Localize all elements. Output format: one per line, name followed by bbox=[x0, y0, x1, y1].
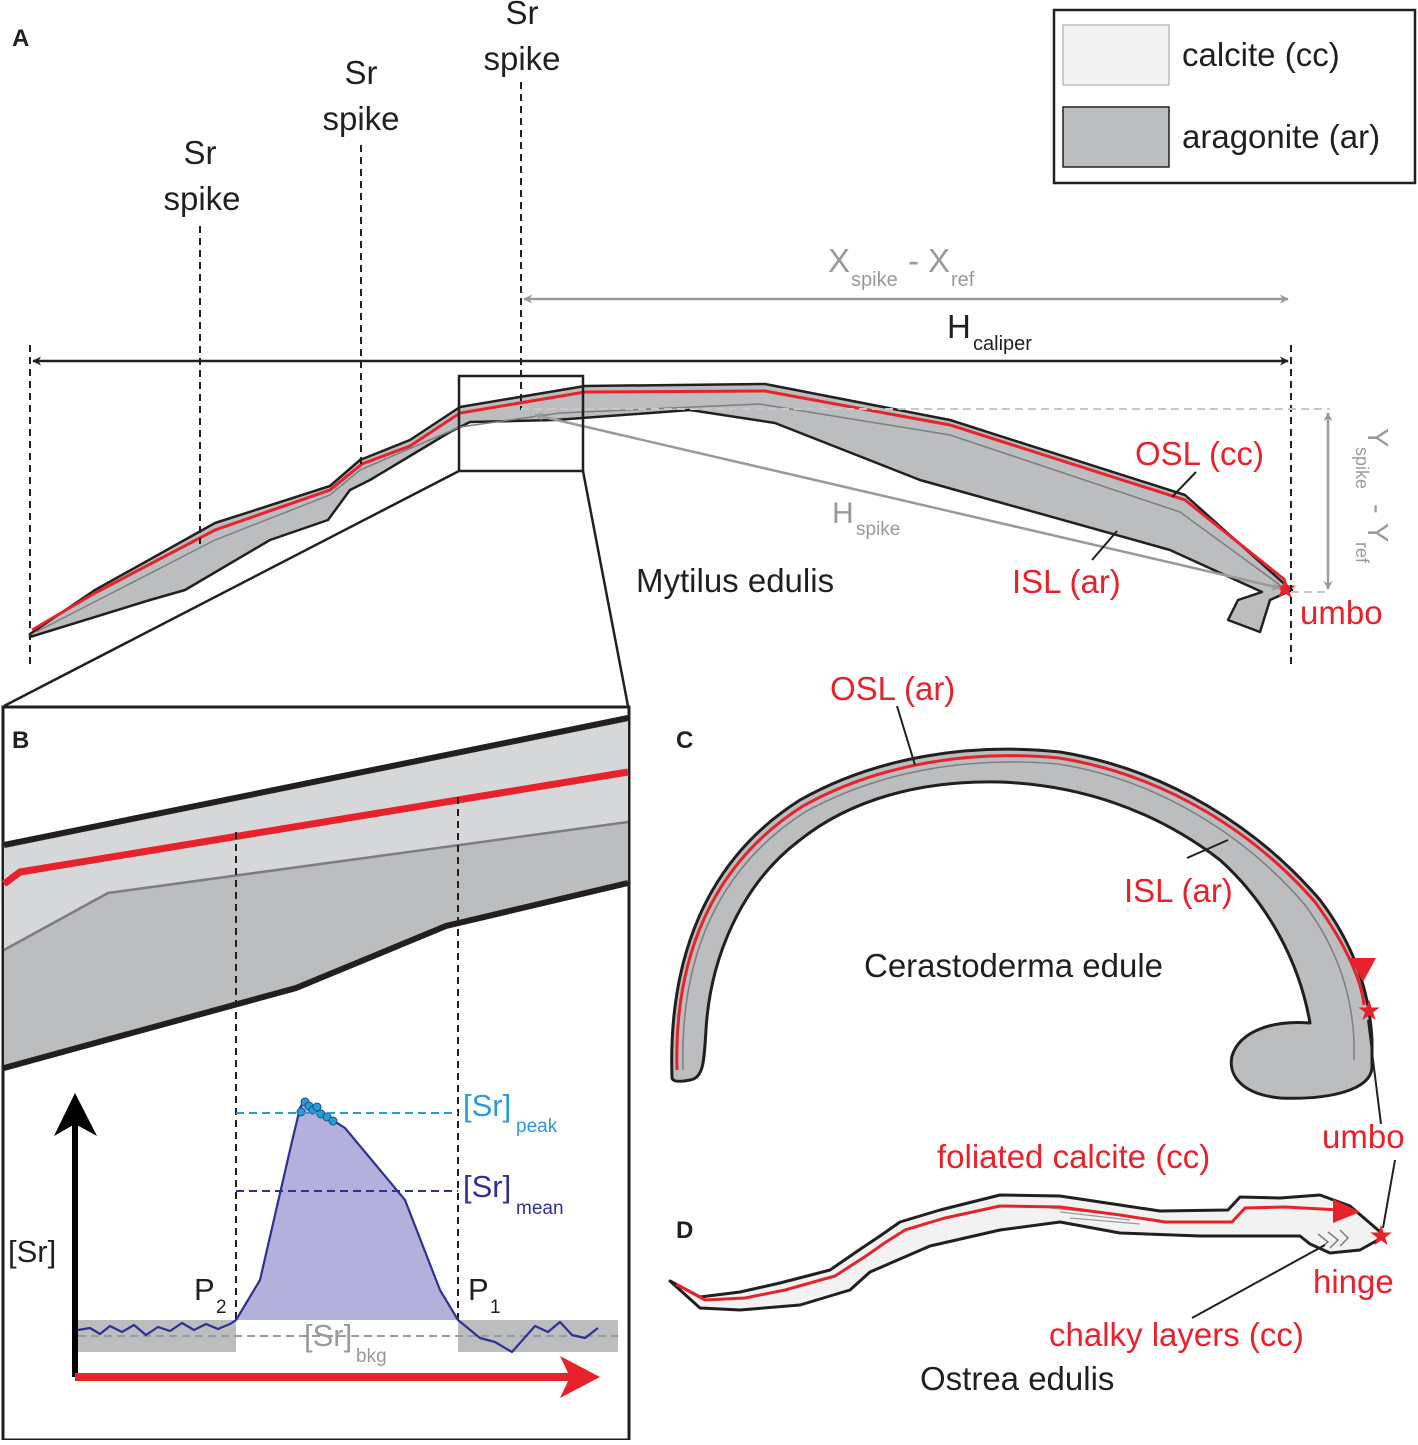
cerastoderma-isl-label: ISL (ar) bbox=[1124, 872, 1233, 909]
h-spike-arrow bbox=[534, 412, 1281, 591]
isl-ar-leader bbox=[1091, 530, 1118, 561]
sr-mean-label: [Sr] mean bbox=[463, 1169, 564, 1219]
sr-peak-sub: peak bbox=[516, 1116, 558, 1137]
sr-spike-2-line1: Sr bbox=[345, 54, 378, 91]
isl-ar-c-leader bbox=[1186, 839, 1229, 859]
zoom-osl-line bbox=[1, 768, 629, 887]
mytilus-umbo-star: ★ bbox=[1272, 573, 1297, 604]
sr-peak-label: [Sr] peak bbox=[463, 1088, 558, 1137]
p2-main: P bbox=[194, 1272, 215, 1307]
osl-ar-leader bbox=[896, 705, 916, 766]
h-spike-label: H spike bbox=[832, 497, 900, 540]
chalky-layers-label: chalky layers (cc) bbox=[1049, 1316, 1304, 1353]
sr-spike-3-line2: spike bbox=[483, 40, 560, 77]
zoom-aragonite-layer bbox=[4, 822, 628, 1068]
h-spike-sub: spike bbox=[856, 519, 900, 540]
p2-sub: 2 bbox=[216, 1297, 227, 1318]
sr-spike-label-2: Sr spike bbox=[322, 54, 399, 137]
cerastoderma-osl-line bbox=[675, 754, 1366, 1071]
legend-label-aragonite: aragonite (ar) bbox=[1182, 118, 1380, 155]
peak-area bbox=[236, 1100, 458, 1320]
ostrea-species-label: Ostrea edulis bbox=[920, 1360, 1114, 1397]
sr-axis-label: [Sr] bbox=[8, 1234, 56, 1269]
mytilus-species-label: Mytilus edulis bbox=[636, 562, 834, 599]
sr-spike-label-1: Sr spike bbox=[163, 134, 240, 217]
h-caliper-label: H caliper bbox=[947, 308, 1032, 355]
cerastoderma-inner-line bbox=[682, 761, 1355, 1071]
h-spike-main: H bbox=[832, 497, 854, 530]
sr-spike-1-line1: Sr bbox=[184, 134, 217, 171]
x-axis-arrowhead bbox=[560, 1356, 600, 1398]
x-spike-main: X bbox=[828, 242, 850, 279]
cerastoderma-species-label: Cerastoderma edule bbox=[864, 947, 1163, 984]
mytilus-isl-label: ISL (ar) bbox=[1012, 563, 1121, 600]
sr-spike-1-line2: spike bbox=[163, 180, 240, 217]
foliated-calcite-label: foliated calcite (cc) bbox=[937, 1138, 1210, 1175]
legend-label-calcite: calcite (cc) bbox=[1182, 36, 1340, 73]
sr-peak-main: [Sr] bbox=[463, 1088, 511, 1123]
sr-spike-label-3: Sr spike bbox=[483, 0, 560, 77]
zoom-box bbox=[457, 374, 585, 473]
sr-bkg-main: [Sr] bbox=[304, 1318, 352, 1353]
ostrea-growth-arrowhead bbox=[1333, 1199, 1360, 1223]
p1-main: P bbox=[468, 1272, 489, 1307]
sr-trace bbox=[77, 1098, 599, 1354]
shared-umbo-label: umbo bbox=[1322, 1118, 1405, 1155]
y-spike-sub: spike bbox=[1352, 447, 1372, 489]
ostrea-hinge-label: hinge bbox=[1313, 1263, 1394, 1300]
osl-cc-leader bbox=[1171, 471, 1197, 498]
y-axis-arrowhead bbox=[54, 1093, 97, 1136]
umbo-c-leader-up bbox=[1367, 1019, 1382, 1125]
ostrea-osl-line bbox=[675, 1204, 1341, 1302]
sr-spike-2-line2: spike bbox=[322, 100, 399, 137]
legend-swatch-aragonite bbox=[1062, 106, 1170, 168]
zoom-connector-left bbox=[3, 469, 460, 708]
sr-bkg-label: [Sr] bkg bbox=[304, 1318, 387, 1367]
zoom-connector-right bbox=[581, 470, 630, 707]
panel-a-letter: A bbox=[12, 25, 29, 52]
peak-point bbox=[312, 1102, 322, 1112]
h-caliper-sub: caliper bbox=[973, 333, 1032, 355]
cerastoderma-osl-label: OSL (ar) bbox=[830, 670, 955, 707]
ostrea-hinge-star: ★ bbox=[1368, 1220, 1393, 1251]
y-diff-sep: - bbox=[1361, 496, 1393, 522]
y-ref-main: Y bbox=[1361, 523, 1393, 542]
sr-mean-main: [Sr] bbox=[463, 1169, 511, 1204]
panel-d-letter: D bbox=[676, 1217, 693, 1244]
x-ref-main: X bbox=[928, 242, 950, 279]
peak-point bbox=[328, 1116, 338, 1126]
panel-c-letter: C bbox=[676, 727, 693, 754]
sr-bkg-sub: bkg bbox=[356, 1346, 387, 1367]
sr-spike-3-line1: Sr bbox=[506, 0, 539, 31]
x-diff-sep: - bbox=[899, 242, 928, 279]
legend: calcite (cc) aragonite (ar) bbox=[1052, 8, 1417, 185]
p1-label: P 1 bbox=[468, 1272, 501, 1318]
p1-sub: 1 bbox=[490, 1297, 501, 1318]
y-ref-sub: ref bbox=[1352, 542, 1372, 564]
zoom-layer-boundary bbox=[3, 820, 629, 952]
cerastoderma-growth-arrowhead bbox=[1350, 958, 1376, 982]
mytilus-osl-label: OSL (cc) bbox=[1135, 435, 1264, 472]
y-diff-label: Y spike - Y ref bbox=[1352, 428, 1393, 564]
umbo-c-leader-down bbox=[1382, 1159, 1396, 1229]
cerastoderma-shell bbox=[670, 747, 1374, 1100]
y-spike-main: Y bbox=[1361, 428, 1393, 447]
legend-swatch-calcite bbox=[1062, 24, 1170, 86]
mytilus-umbo-label: umbo bbox=[1300, 594, 1383, 631]
sr-mean-sub: mean bbox=[516, 1198, 564, 1219]
panel-b-letter: B bbox=[12, 727, 29, 754]
x-ref-sub: ref bbox=[951, 269, 975, 291]
chalky-leader bbox=[1191, 1244, 1326, 1319]
x-spike-sub: spike bbox=[851, 269, 898, 291]
ostrea-shell bbox=[668, 1193, 1387, 1312]
zoom-inner-edge bbox=[3, 880, 629, 1071]
zoom-outer-edge bbox=[3, 715, 629, 848]
x-diff-label: X spike - X ref bbox=[828, 242, 975, 291]
p2-label: P 2 bbox=[194, 1272, 227, 1318]
h-caliper-main: H bbox=[947, 308, 971, 345]
